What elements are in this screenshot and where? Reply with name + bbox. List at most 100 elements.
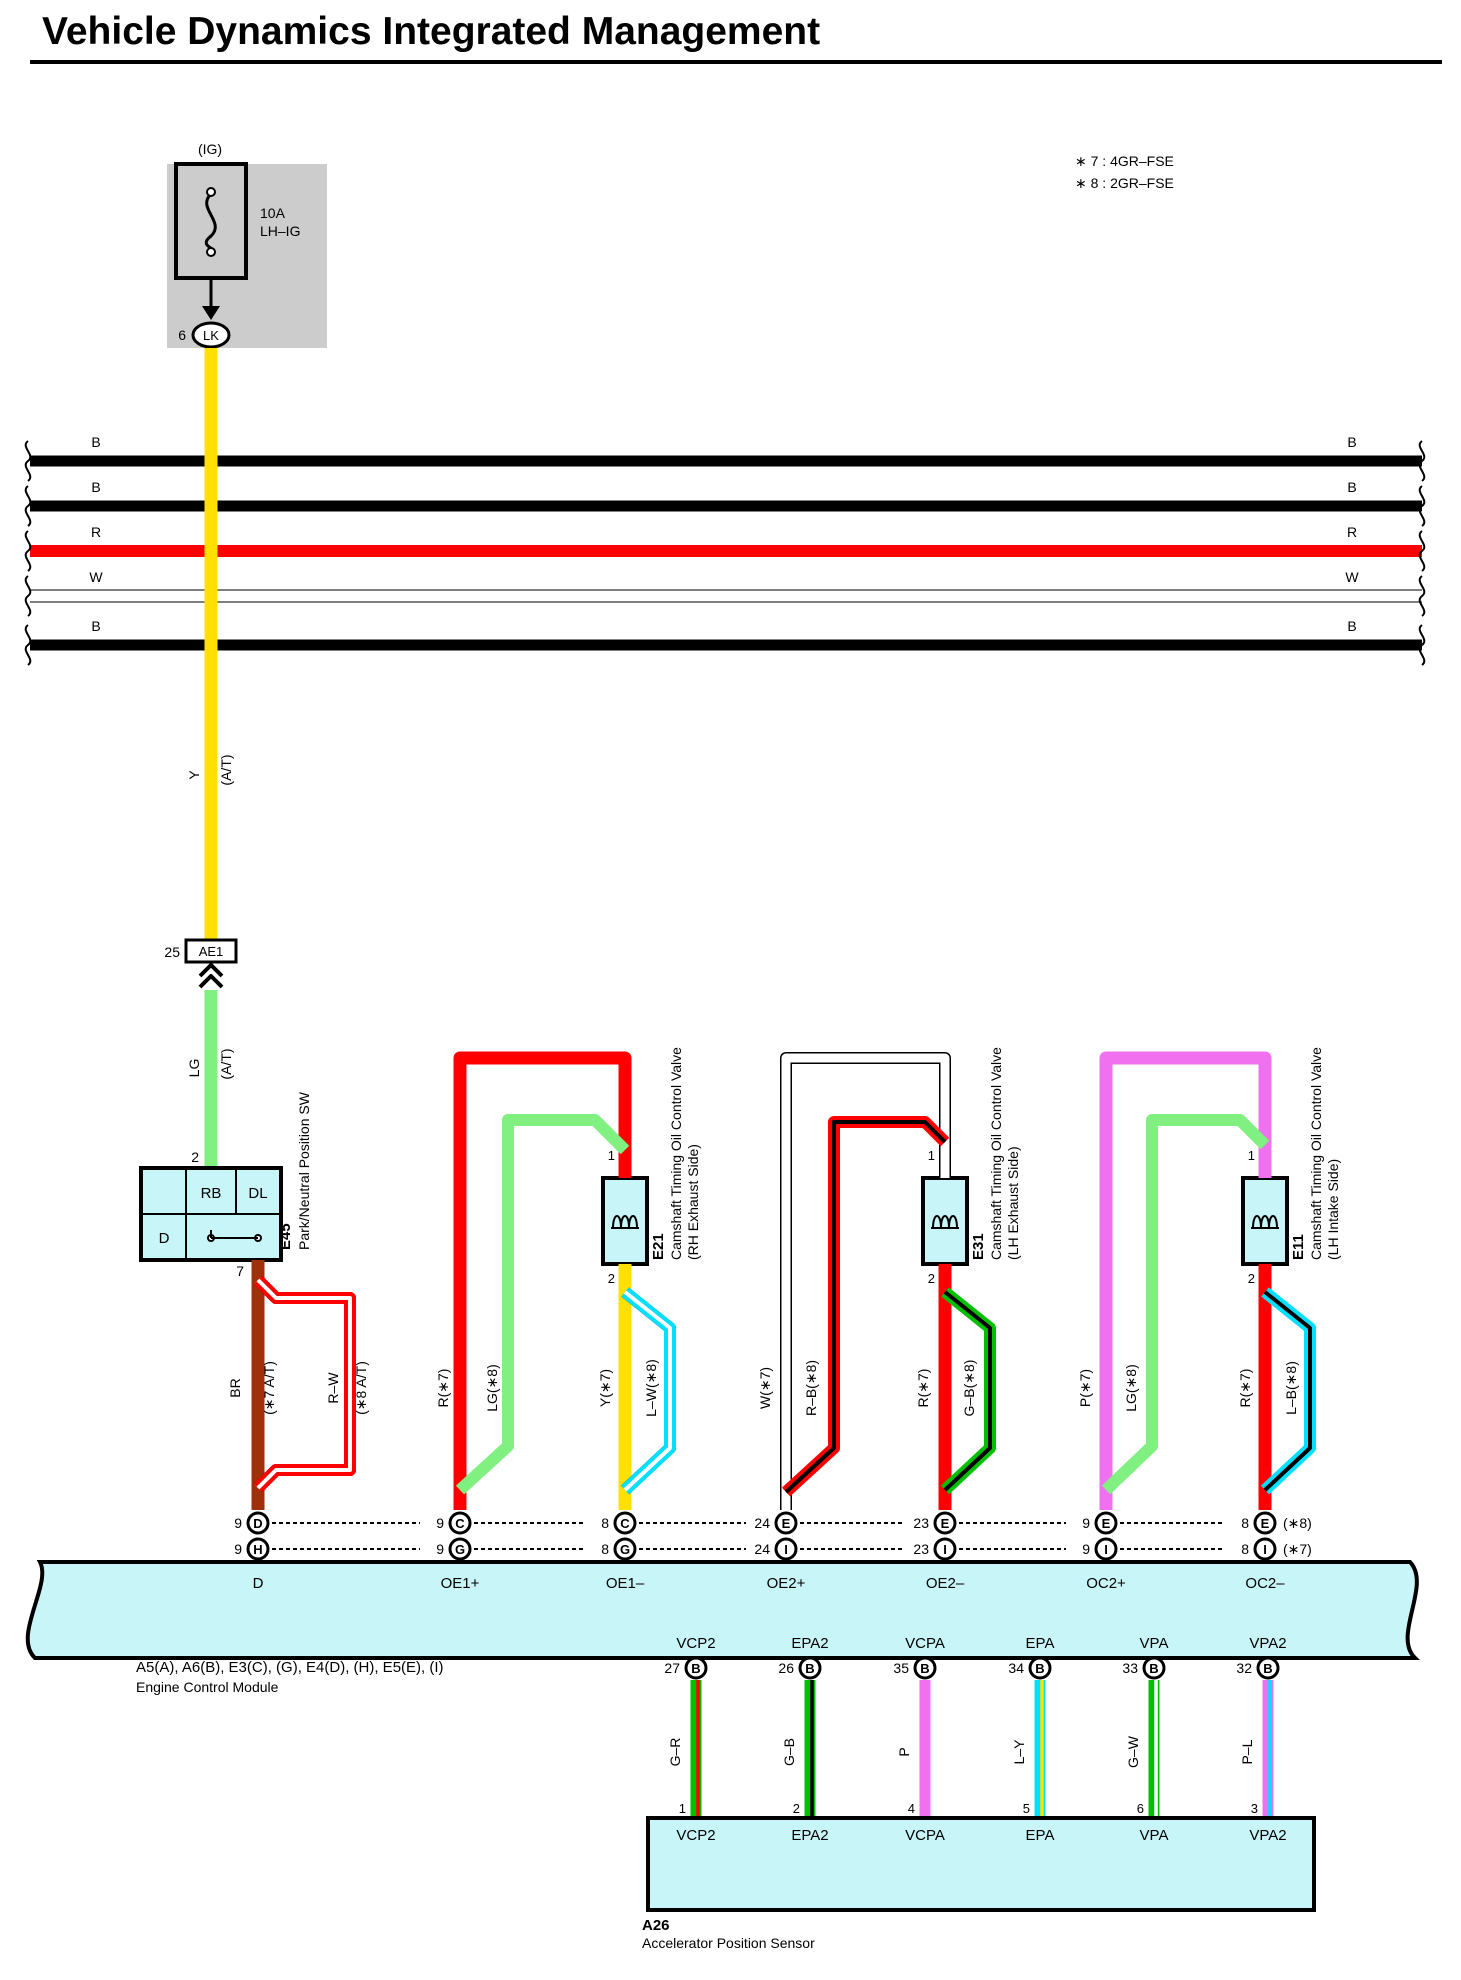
fuse-rating: 10A	[260, 205, 286, 221]
bus-break-left-icon	[24, 530, 32, 572]
ecm-sensor-pin-letter: B	[920, 1661, 929, 1676]
bus-wire-label-left: B	[91, 618, 100, 634]
sensor-pin-label: EPA	[1026, 1827, 1055, 1844]
park-switch-cell-rb: RB	[201, 1185, 222, 1202]
ecm-pin-label: OC2–	[1245, 1575, 1285, 1592]
vertical-wire-label: G–B(∗8)	[961, 1360, 977, 1417]
ecm-sensor-pin-number: 35	[893, 1660, 909, 1676]
ecm-pin-bottom	[613, 1537, 637, 1561]
ecm-sensor-pin-label: EPA	[1026, 1635, 1055, 1652]
ecm-name: Engine Control Module	[136, 1679, 279, 1695]
bus-break-right-icon	[1418, 530, 1426, 572]
ecm-pin-top-number: 9	[436, 1515, 444, 1531]
ecm-pin-top-letter: C	[455, 1516, 465, 1531]
vertical-wire-label: L–B(∗8)	[1283, 1361, 1299, 1415]
ecm-pin-bottom-letter: I	[943, 1542, 947, 1557]
ecm-pin-bottom-number: 23	[913, 1541, 929, 1557]
ecm-variant-note-top: (∗8)	[1283, 1515, 1312, 1531]
vertical-wire-label: R(∗7)	[915, 1369, 931, 1408]
wire-oe2-plus-rb-stripe	[784, 1120, 947, 1494]
ecm-pin-top	[774, 1511, 798, 1535]
vertical-wire-label: R–B(∗8)	[803, 1360, 819, 1416]
sensor-body	[646, 1816, 1316, 1912]
bus-break-left-icon	[24, 624, 32, 666]
sensor-pin-label: EPA2	[791, 1827, 828, 1844]
vertical-wire-label: P(∗7)	[1077, 1369, 1093, 1407]
ecm-pin-label: OE2–	[926, 1575, 965, 1592]
vertical-wire-label: L–W(∗8)	[643, 1359, 659, 1417]
ecm-sensor-pin-number: 32	[1236, 1660, 1252, 1676]
vertical-wire-label: W(∗7)	[757, 1367, 773, 1409]
ecm-pin-top-letter: E	[1261, 1516, 1270, 1531]
bus-break-left-icon	[24, 575, 32, 617]
ecm-sensor-pin-letter: B	[1263, 1661, 1272, 1676]
variant-note: ∗ 7 : 4GR–FSE	[1075, 153, 1174, 169]
sensor-wire-label: G–W	[1125, 1735, 1141, 1768]
ecm-pin-top-letter: D	[253, 1516, 262, 1531]
ecm-pin-bottom	[1253, 1537, 1277, 1561]
ecm-sensor-pin-letter: B	[1149, 1661, 1158, 1676]
ecm-pin-top	[246, 1511, 270, 1535]
bus-wire-label-right: B	[1347, 434, 1356, 450]
ecm-body	[25, 1560, 1420, 1660]
sensor-pin-number: 3	[1251, 1801, 1258, 1816]
wire-oe2-plus-w-fill	[781, 1053, 950, 1510]
valve-name: Camshaft Timing Oil Control Valve	[1308, 1047, 1324, 1260]
sensor-pin-label: VPA	[1140, 1827, 1169, 1844]
ecm-pin-top-letter: C	[620, 1516, 630, 1531]
sensor-pin-label: VCP2	[676, 1827, 715, 1844]
sensor-name: Accelerator Position Sensor	[642, 1935, 815, 1951]
wire-oc2-plus-p	[1099, 1051, 1272, 1510]
bus-break-right-icon	[1418, 440, 1426, 482]
sensor-pin-label: VPA2	[1249, 1827, 1286, 1844]
ecm-sensor-pin-label: EPA2	[791, 1635, 828, 1652]
ecm-pin-top-letter: E	[941, 1516, 950, 1531]
valve-pin2: 2	[608, 1271, 615, 1286]
ecm-pin-top	[1094, 1511, 1118, 1535]
ecm-connector-list: A5(A), A6(B), E3(C), (G), E4(D), (H), E5…	[136, 1659, 444, 1676]
vertical-wire-label: Y(∗7)	[597, 1369, 613, 1407]
ecm-pin-bottom-letter: I	[1104, 1542, 1108, 1557]
park-switch-cell-d: D	[159, 1230, 170, 1247]
sensor-pin-number: 2	[793, 1801, 800, 1816]
bus-wire-label-right: W	[1345, 569, 1359, 585]
ecm-pin-top	[1253, 1511, 1277, 1535]
wire-oe1-plus-lg	[455, 1114, 630, 1495]
park-switch-cell-dl: DL	[248, 1185, 267, 1202]
valve-name: Camshaft Timing Oil Control Valve	[988, 1047, 1004, 1260]
ecm-pin-top-letter: E	[782, 1516, 791, 1531]
bus-wire-label-right: R	[1347, 524, 1357, 540]
valve-coil-icon	[612, 1215, 638, 1229]
park-switch-name: Park/Neutral Position SW	[296, 1091, 312, 1250]
wire-oe1-minus-lw-stripe	[623, 1290, 672, 1492]
ecm-sensor-pin-letter: B	[805, 1661, 814, 1676]
ecm-sensor-pin	[913, 1656, 937, 1680]
ecm-pin-top	[448, 1511, 472, 1535]
valve-body	[921, 1176, 969, 1266]
wire-oc2-plus-lg	[1101, 1114, 1270, 1495]
sensor-pin-number: 6	[1137, 1801, 1144, 1816]
bus-break-left-icon	[24, 440, 32, 482]
ecm-pin-label: D	[253, 1575, 264, 1592]
ecm-pin-bottom	[448, 1537, 472, 1561]
title-rule	[30, 60, 1442, 64]
junction-chevron-icon	[198, 974, 224, 989]
ecm-sensor-pin-letter: B	[691, 1661, 700, 1676]
sensor-wire-label: P	[896, 1747, 912, 1756]
ecm-sensor-pin-number: 27	[664, 1660, 680, 1676]
ecm-pin-top	[933, 1511, 957, 1535]
vertical-wire-label: R(∗7)	[435, 1369, 451, 1408]
ecm-pin-bottom	[774, 1537, 798, 1561]
valve-side: (RH Exhaust Side)	[685, 1144, 701, 1260]
fuse-arrow-icon	[202, 306, 220, 320]
ecm-sensor-pin-label: VPA	[1140, 1635, 1169, 1652]
ecm-pin-label: OE1–	[606, 1575, 645, 1592]
ecm-pin-bottom-letter: I	[1263, 1542, 1267, 1557]
fuse-connector	[191, 321, 231, 349]
vertical-wire-label: LG(∗8)	[1123, 1364, 1139, 1412]
wire-oc2-minus-lb-stripe	[1263, 1290, 1312, 1492]
ecm-pin-top	[613, 1511, 637, 1535]
park-switch-id: E45	[277, 1223, 294, 1250]
ecm-sensor-pin-number: 34	[1008, 1660, 1024, 1676]
